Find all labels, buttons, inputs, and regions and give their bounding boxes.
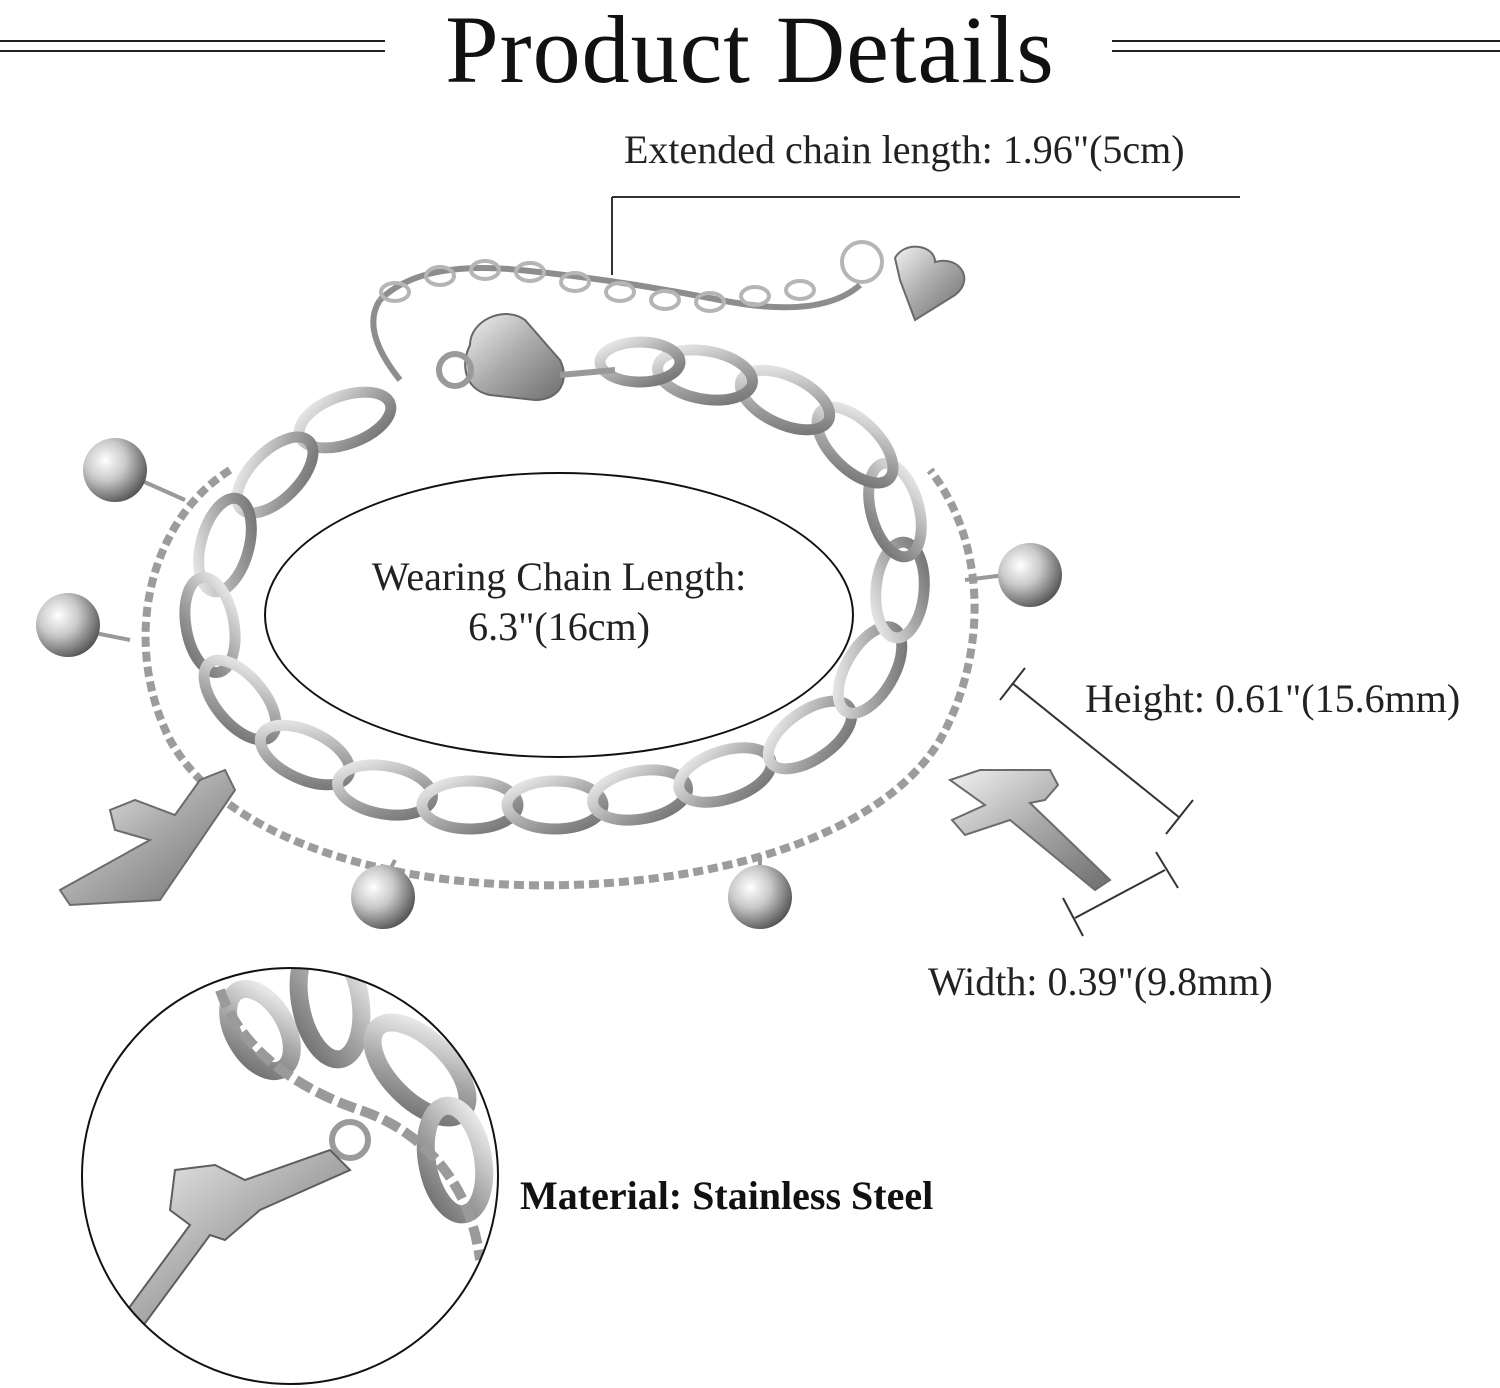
extender-links <box>379 240 884 313</box>
width-dimension <box>1062 851 1179 937</box>
height-label: Height: 0.61"(15.6mm) <box>1085 676 1461 721</box>
cross-charms <box>58 768 1112 907</box>
wearing-length-label: Wearing Chain Length: <box>371 554 747 599</box>
lobster-clasp <box>436 313 616 402</box>
heart-charm <box>893 245 966 322</box>
material-zoom-detail <box>81 967 499 1385</box>
title-rule-left <box>0 40 385 56</box>
width-label: Width: 0.39"(9.8mm) <box>928 959 1273 1004</box>
material-label: Material: Stainless Steel <box>520 1173 934 1218</box>
ball-charms <box>36 438 1062 929</box>
height-dimension <box>999 667 1194 835</box>
wearing-length-value: 6.3"(16cm) <box>468 604 650 649</box>
title-rule-right <box>1112 40 1500 56</box>
extended-chain-label: Extended chain length: 1.96"(5cm) <box>624 127 1185 172</box>
wearing-length-text: Wearing Chain Length: 6.3"(16cm) <box>264 552 854 652</box>
page-title: Product Details <box>445 0 1055 103</box>
wearing-length-oval <box>264 472 854 758</box>
cable-chain <box>179 336 930 835</box>
curb-chain <box>141 466 979 890</box>
extended-chain-pointer <box>611 196 1240 275</box>
